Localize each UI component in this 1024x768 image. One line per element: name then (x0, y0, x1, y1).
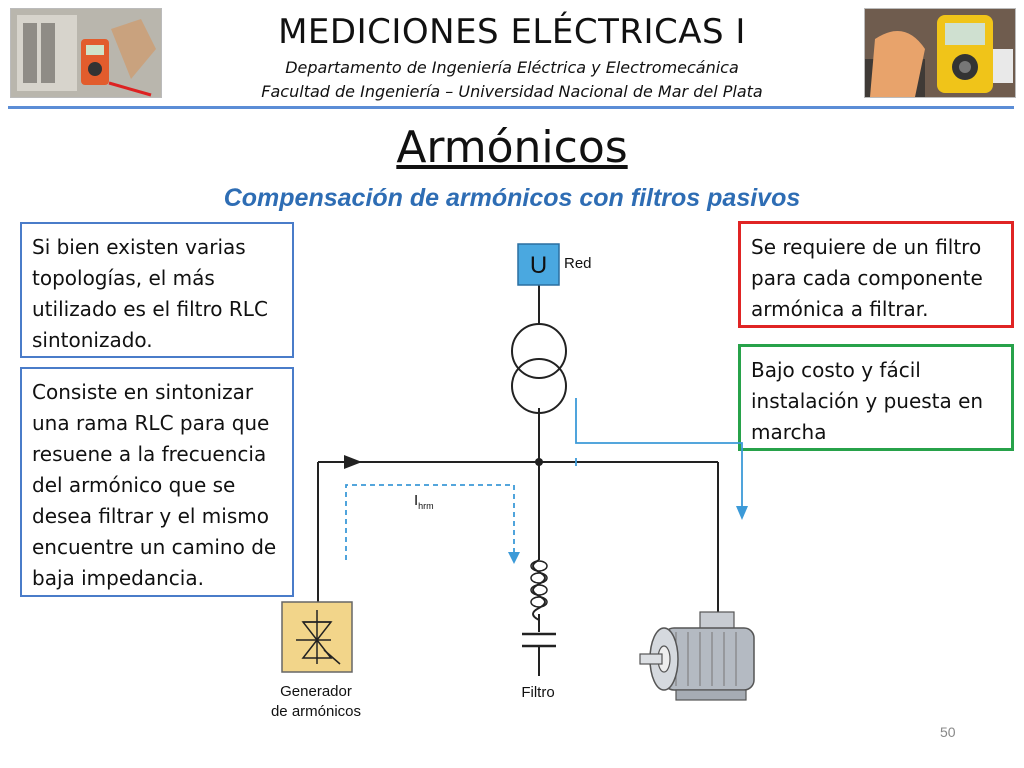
department-name: Departamento de Ingeniería Eléctrica y E… (285, 58, 739, 77)
course-title: MEDICIONES ELÉCTRICAS I (278, 12, 746, 52)
source-label: Red (564, 255, 592, 272)
topologies-box: Si bien existen varias topologías, el má… (20, 222, 294, 358)
inductor-icon (530, 559, 548, 621)
multimeter-photo-right-icon (865, 9, 1015, 97)
header-photo-right (864, 8, 1016, 98)
slide-title: Armónicos (396, 122, 628, 173)
harmonic-current-label: Ihrm (414, 492, 434, 511)
filter-per-harmonic-box: Se requiere de un filtro para cada compo… (738, 221, 1014, 328)
generator-label-line2: de armónicos (271, 703, 361, 720)
tuning-explanation-box: Consiste en sintonizar una rama RLC para… (20, 367, 294, 597)
flow-arrow-icon (344, 455, 362, 469)
slide-subtitle: Compensación de armónicos con filtros pa… (223, 184, 801, 212)
electric-motor-icon (639, 611, 755, 701)
source-box (517, 243, 560, 286)
harmonic-current-path (345, 484, 515, 560)
faculty-name: Facultad de Ingeniería – Universidad Nac… (261, 82, 763, 101)
multimeter-photo-left-icon (11, 9, 161, 97)
header-photo-left (10, 8, 162, 98)
low-cost-box: Bajo costo y fácil instalación y puesta … (738, 344, 1014, 451)
page-number: 50 (940, 724, 956, 740)
load-flow-line (575, 398, 743, 508)
filter-label: Filtro (521, 684, 554, 701)
source-symbol: U (530, 252, 547, 279)
capacitor-icon (522, 632, 556, 648)
harmonic-current-arrow-icon (508, 552, 520, 564)
header-divider (8, 106, 1014, 109)
generator-label-line1: Generador (280, 683, 352, 700)
load-flow-arrow-icon (736, 506, 748, 520)
thyristor-generator-icon (281, 601, 353, 673)
transformer-icon (511, 323, 567, 414)
